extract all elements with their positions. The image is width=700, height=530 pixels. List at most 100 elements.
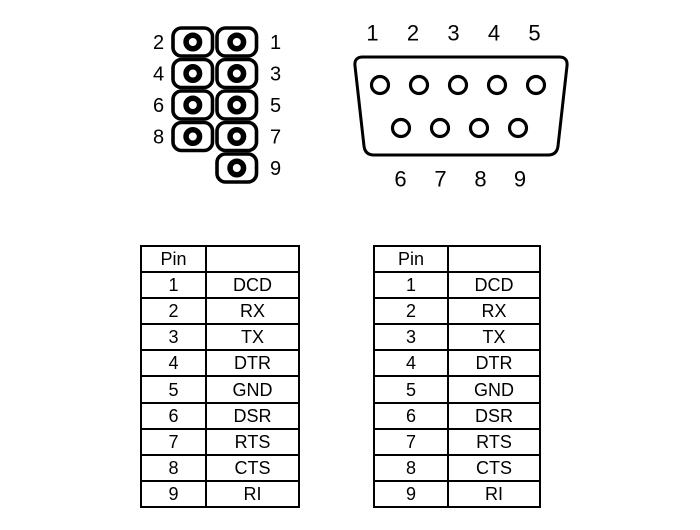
table-header-row: Pin [373,244,541,274]
pin-header-diagram: 2 4 6 8 1 3 5 7 9 [153,26,281,184]
pin-cell: 2 [373,297,449,326]
pin-cell: 3 [140,323,207,352]
signal-cell: CTS [447,453,541,482]
db9-pin-4 [486,74,508,96]
signal-cell: DSR [205,401,300,430]
db9-pin-1 [369,74,391,96]
pin-cell: 8 [373,453,449,482]
pin-cell: 4 [140,349,207,378]
header-pin-label-2: 2 [153,32,164,54]
signal-cell: DSR [447,401,541,430]
pin-contact-9 [227,158,247,178]
signal-column-header [205,244,300,274]
db9-pin-label-6: 6 [394,167,406,192]
header-pin-4 [171,57,215,90]
signal-cell: RX [447,297,541,326]
db9-pin-9 [507,117,529,139]
header-pin-label-3: 3 [270,64,281,86]
db9-pin-8 [468,117,490,139]
pin-contact-4 [183,64,203,83]
header-pin-label-4: 4 [153,64,164,86]
db9-body-outline [353,55,569,157]
db9-pin-2 [408,74,430,96]
signal-cell: GND [205,375,300,404]
header-pin-8 [171,120,215,153]
pin-cell: 3 [373,323,449,352]
signal-cell: GND [447,375,541,404]
pin-cell: 5 [373,375,449,404]
header-pin-2 [171,26,215,58]
signal-cell: RI [447,479,541,509]
db9-pin-label-5: 5 [528,21,540,46]
pin-column-header: Pin [373,244,449,274]
header-pin-label-5: 5 [270,95,281,117]
signal-cell: RTS [447,427,541,456]
signal-cell: DCD [205,271,300,300]
pin-cell: 7 [373,427,449,456]
signal-cell: RI [205,479,300,509]
signal-cell: RX [205,297,300,326]
pin-contact-8 [183,127,203,146]
pin-cell: 4 [373,349,449,378]
pin-cell: 9 [373,479,449,509]
pin-cell: 5 [140,375,207,404]
pin-cell: 6 [140,401,207,430]
signal-cell: DTR [205,349,300,378]
db9-pin-label-9: 9 [514,167,526,192]
header-pin-label-6: 6 [153,95,164,117]
signal-cell: TX [205,323,300,352]
pin-cell: 8 [140,453,207,482]
header-pin-9 [215,152,259,184]
header-pin-1 [215,26,259,58]
pin-contact-3 [227,64,247,83]
signal-cell: CTS [205,453,300,482]
pin-column-header: Pin [140,244,207,274]
pin-cell: 1 [373,271,449,300]
pin-contact-1 [227,32,247,52]
pin-contact-7 [227,127,247,146]
header-pin-label-8: 8 [153,127,164,149]
header-pin-label-9: 9 [270,158,281,180]
pin-cell: 1 [140,271,207,300]
pin-contact-5 [227,95,247,115]
db9-pin-label-1: 1 [366,21,378,46]
signal-cell: RTS [205,427,300,456]
pin-cell: 6 [373,401,449,430]
signal-cell: DCD [447,271,541,300]
header-pin-5 [215,89,259,121]
db9-pin-label-8: 8 [474,167,486,192]
pin-cell: 9 [140,479,207,509]
signal-cell: DTR [447,349,541,378]
db9-pin-7 [429,117,451,139]
db9-pin-6 [390,117,412,139]
db9-pin-5 [525,74,547,96]
header-pin-7 [215,120,259,153]
pin-cell: 2 [140,297,207,326]
pin-contact-6 [183,95,203,115]
table-header-row: Pin [140,244,300,274]
signal-cell: TX [447,323,541,352]
pin-contact-2 [183,32,203,52]
header-pin-3 [215,57,259,90]
header-pin-label-1: 1 [270,32,281,54]
